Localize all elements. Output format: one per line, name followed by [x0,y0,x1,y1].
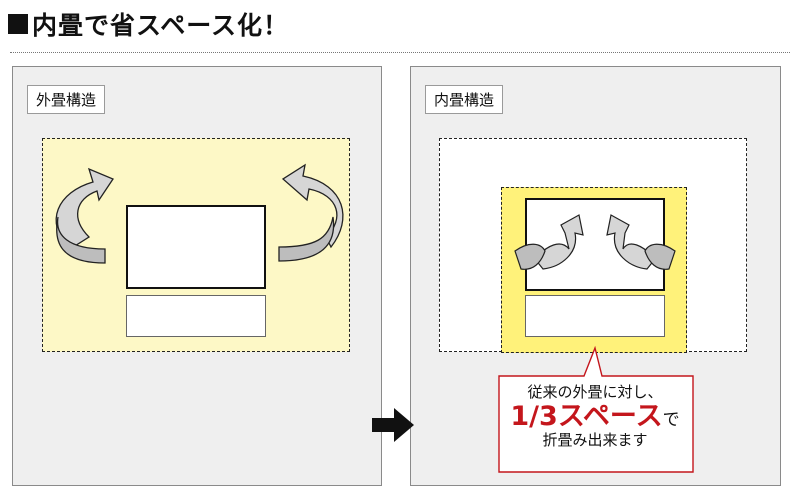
outer-fold-label: 外畳構造 [27,85,106,114]
callout-line1: 従来の外畳に対し、 [527,383,663,401]
inner-fold-panel: 内畳構造 [410,66,781,486]
callout-line3: 折畳み出来ます [542,431,648,450]
curved-arrow-small-left-icon [534,214,584,270]
monitor-screen [126,205,266,289]
callout-suffix: で [662,410,680,431]
monitor-screen [525,198,665,291]
monitor-base [525,295,665,337]
outer-fold-panel: 外畳構造 [12,66,382,486]
callout-bubble [498,345,694,473]
curved-arrow-left-icon [55,167,114,250]
space-saving-callout: 従来の外畳に対し、 1/3スペースで 折畳み出来ます [498,340,698,475]
inner-fold-label: 内畳構造 [425,85,504,114]
inner-fold-arrows [514,214,676,270]
curved-arrow-right-icon [281,163,344,249]
outer-fold-arrows [55,163,344,264]
curved-arrow-small-right-icon [606,214,656,270]
dotted-divider [10,52,790,53]
page-title: 内畳で省スペース化！ [8,6,289,42]
callout-highlight: 1/3スペース [510,401,663,433]
monitor-base [126,295,266,337]
title-square-icon [8,14,28,34]
callout-text: 従来の外畳に対し、 1/3スペースで 折畳み出来ます [498,383,692,450]
transition-arrow-icon [372,408,414,442]
page-title-text: 内畳で省スペース化！ [32,11,290,40]
